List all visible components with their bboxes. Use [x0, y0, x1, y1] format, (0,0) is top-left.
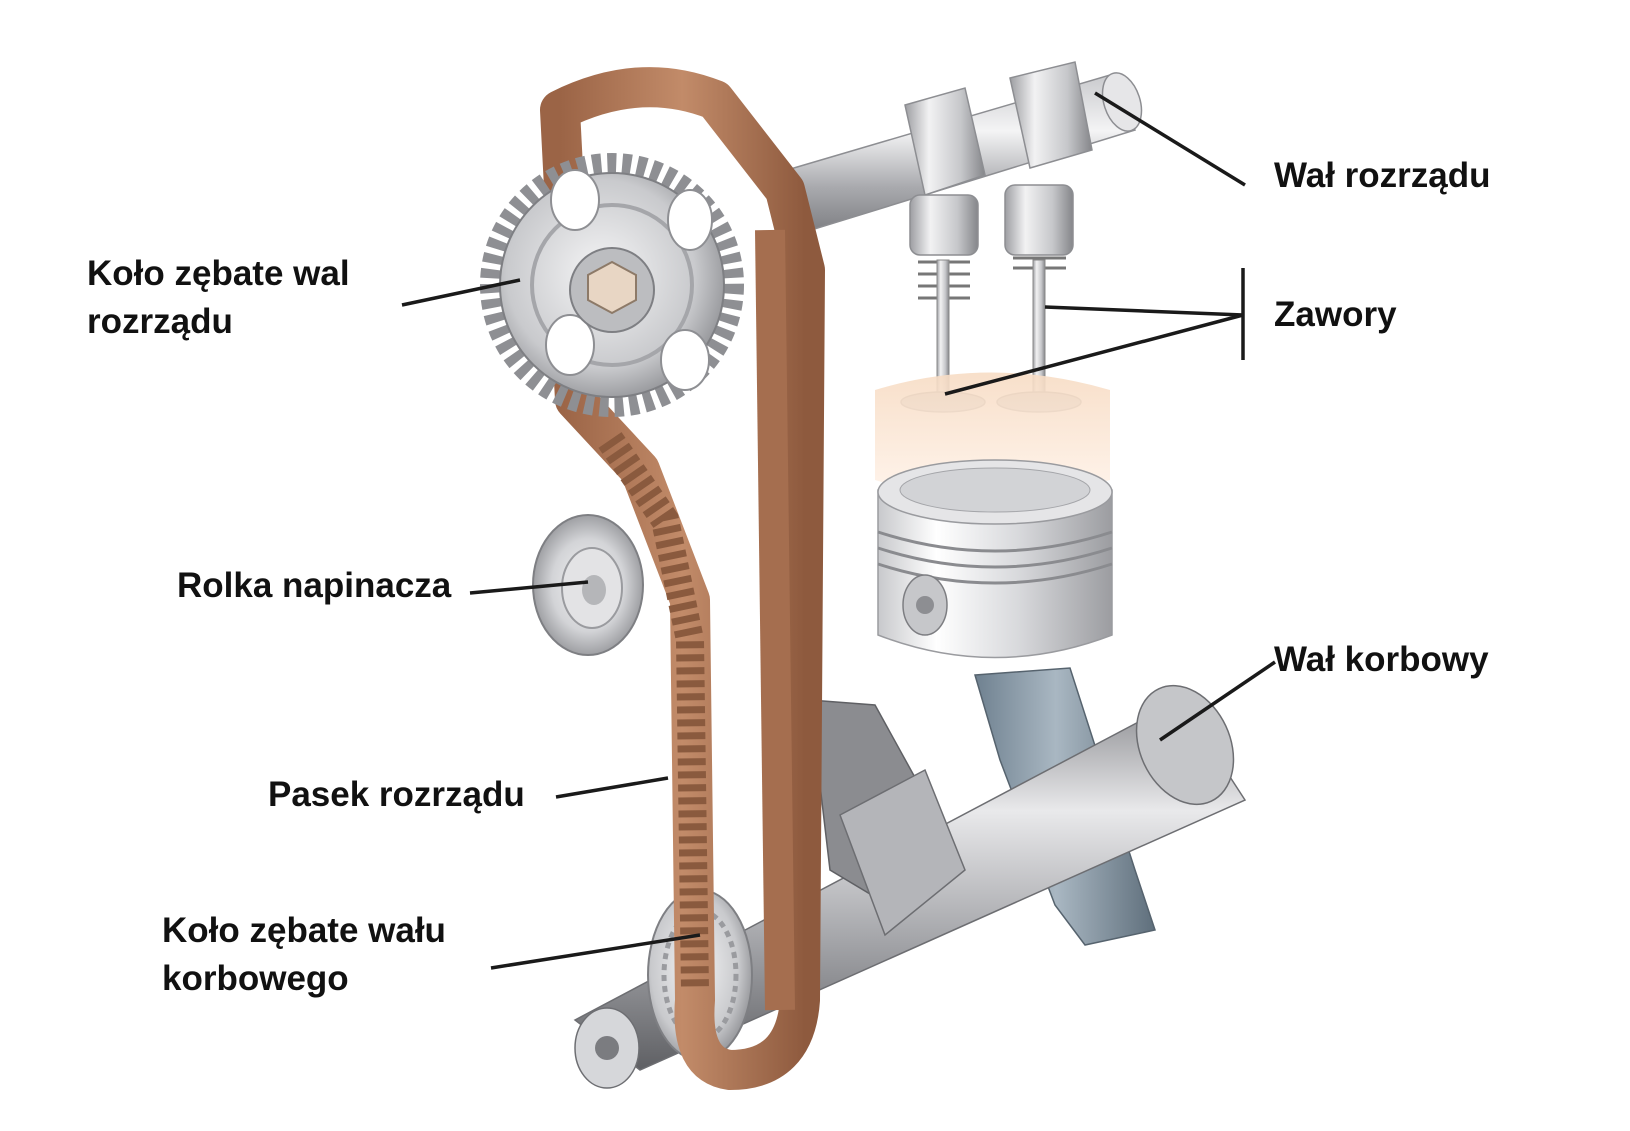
label-valves-text: Zawory [1274, 295, 1397, 334]
label-crankshaft: Wał korbowy [1274, 636, 1489, 684]
label-crankshaft-text: Wał korbowy [1274, 640, 1489, 679]
label-crankshaft-gear: Koło zębate wału korbowego [162, 907, 446, 1003]
leader-valve-head [944, 313, 1244, 396]
piston [877, 459, 1113, 659]
label-valves: Zawory [1274, 291, 1397, 339]
camshaft-sprocket [480, 153, 744, 417]
label-crankshaft-gear-line2: korbowego [162, 959, 349, 998]
label-camshaft-text: Wał rozrządu [1274, 156, 1491, 195]
leader-crankshaft-gear [490, 933, 701, 970]
leader-tensioner [469, 580, 589, 595]
leader-crankshaft [1159, 660, 1276, 742]
camshaft [768, 61, 1143, 236]
tensioner-roller [532, 514, 644, 656]
label-tensioner: Rolka napinacza [177, 562, 451, 610]
leader-camshaft-gear [401, 278, 521, 307]
label-timing-belt: Pasek rozrządu [268, 771, 525, 819]
label-crankshaft-gear-line1: Koło zębate wału [162, 911, 446, 950]
leader-camshaft [1094, 91, 1246, 187]
leader-lines [401, 91, 1276, 970]
label-timing-belt-text: Pasek rozrządu [268, 775, 525, 814]
label-camshaft-gear-line2: rozrządu [87, 302, 233, 341]
timing-belt [540, 67, 825, 1090]
leader-valve-stem [1044, 305, 1244, 317]
label-camshaft: Wał rozrządu [1274, 152, 1491, 200]
leader-belt [555, 776, 669, 799]
label-camshaft-gear: Koło zębate wal rozrządu [87, 250, 350, 346]
label-camshaft-gear-line1: Koło zębate wal [87, 254, 350, 293]
label-tensioner-text: Rolka napinacza [177, 566, 452, 605]
